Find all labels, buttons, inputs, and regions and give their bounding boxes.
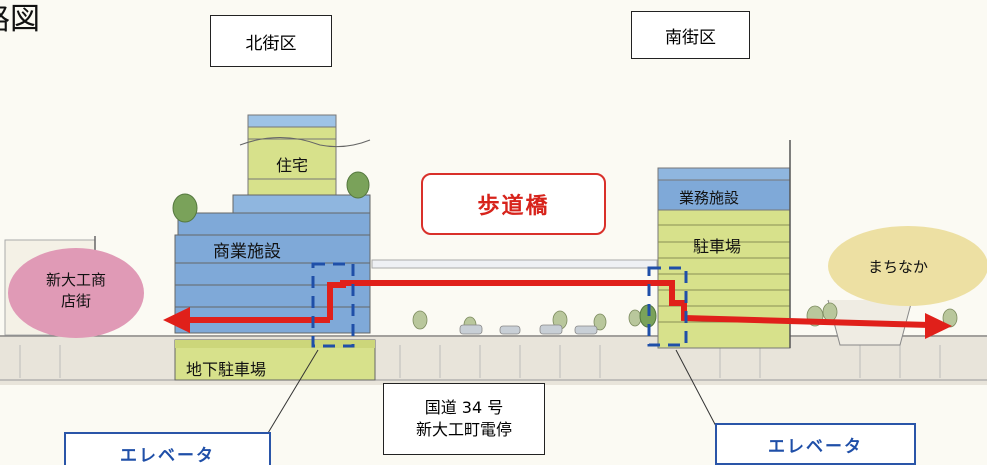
road-label: 国道 34 号 新大工町電停 (383, 383, 545, 455)
west-destination-oval (8, 248, 144, 338)
callout-lines (267, 349, 719, 434)
middle-street (371, 259, 658, 335)
bridge-label: 歩道橋 (421, 173, 606, 235)
residential-label: 住宅 (276, 156, 309, 175)
underground-parking-label: 地下駐車場 (186, 360, 267, 379)
east-destination-oval (828, 226, 987, 306)
west-destination-label: 新大工商 店街 (45, 271, 106, 310)
east-destination-label: まちなか (868, 258, 929, 276)
page-title: 路図 (0, 2, 40, 37)
south-district-label: 南街区 (631, 11, 750, 59)
parking-label: 駐車場 (693, 237, 742, 256)
commercial-label: 商業施設 (213, 242, 281, 262)
elevator-right-label: エレベータ (715, 423, 916, 465)
pedestrian-route (163, 280, 952, 339)
north-district-label: 北街区 (210, 15, 332, 67)
office-label: 業務施設 (679, 189, 740, 207)
elevator-left-label: エレベータ (64, 432, 271, 465)
elevator-markers (311, 262, 688, 348)
ground-layer (0, 299, 987, 385)
east-area (806, 302, 958, 328)
